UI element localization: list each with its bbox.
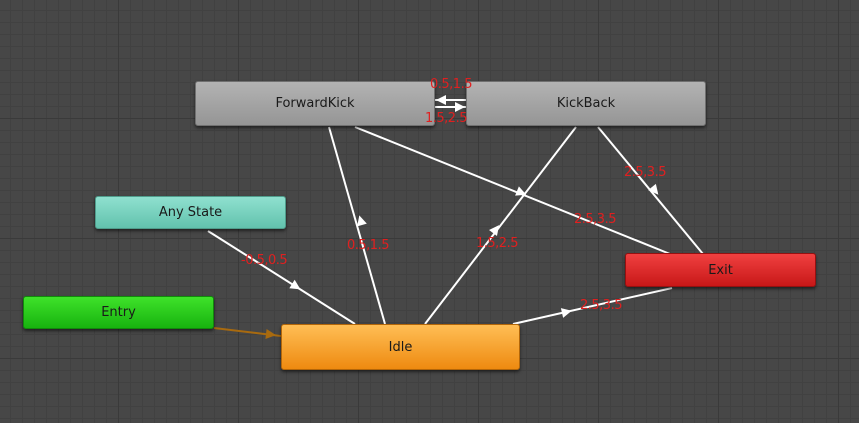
transition-label-kickback-to-forwardkick: 0.5,1.5 — [430, 77, 472, 92]
state-entry[interactable]: Entry — [23, 296, 214, 329]
arrowhead — [489, 225, 500, 237]
transition-label-forwardkick-to-exit: 2.5,3.5 — [574, 212, 616, 227]
state-kickback[interactable]: KickBack — [466, 81, 706, 126]
state-any-state-label: Any State — [158, 205, 223, 220]
arrowhead — [357, 215, 367, 227]
transition-forwardkick-to-exit[interactable] — [354, 126, 671, 255]
arrowhead — [455, 102, 465, 112]
state-entry-label: Entry — [101, 305, 136, 320]
arrowhead — [560, 308, 572, 318]
state-forwardkick[interactable]: ForwardKick — [195, 81, 435, 126]
state-any-state[interactable]: Any State — [95, 196, 286, 229]
arrowhead — [289, 279, 301, 290]
state-kickback-label: KickBack — [556, 96, 616, 111]
state-forwardkick-label: ForwardKick — [275, 96, 355, 111]
state-exit[interactable]: Exit — [625, 253, 816, 287]
transition-label-idle-to-forwardkick: 0.5,1.5 — [347, 238, 389, 253]
arrowhead — [515, 186, 527, 196]
transition-idle-to-exit[interactable] — [512, 287, 673, 325]
state-idle-label: Idle — [388, 339, 413, 355]
transition-label-anystate-to-idle: -0.5,0.5 — [241, 253, 288, 268]
state-idle[interactable]: Idle — [281, 324, 520, 370]
transition-label-idle-to-exit: 2.5,3.5 — [580, 298, 622, 313]
arrowhead — [265, 329, 276, 339]
arrowhead — [436, 95, 446, 105]
transition-label-idle-to-kickback: 1.5,2.5 — [476, 236, 518, 251]
transition-label-forwardkick-to-kickback: 1.5,2.5 — [425, 111, 467, 126]
transition-label-kickback-to-exit: 2.5,3.5 — [624, 165, 666, 180]
arrowhead — [648, 183, 659, 195]
transition-idle-to-kickback[interactable] — [424, 126, 577, 325]
state-exit-label: Exit — [708, 262, 733, 278]
transition-idle-to-forwardkick[interactable] — [328, 126, 386, 325]
transition-anystate-to-idle[interactable] — [207, 230, 356, 325]
